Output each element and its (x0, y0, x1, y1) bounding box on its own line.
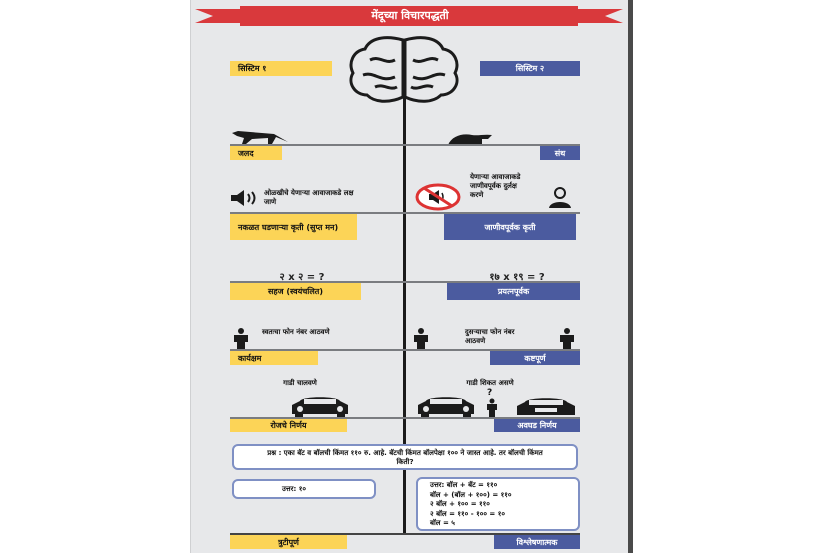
row-line (230, 533, 580, 535)
system2-phone-text: दुसऱ्याचा फोन नंबर आठवणे (465, 328, 515, 345)
title-banner (195, 6, 623, 26)
question-mark: ? (487, 388, 493, 398)
person-icon (560, 328, 574, 350)
system2-driving-text: गाडी शिकत असणे (466, 379, 514, 387)
system1-label: सिस्टिम १ (230, 61, 332, 76)
page-edge (628, 0, 633, 553)
system2-answer-box: उत्तर: बॉल + बॅट = ११० बॉल + (बॉल + १००)… (416, 477, 580, 531)
row-line (230, 281, 580, 283)
system2-label: सिस्टिम २ (480, 61, 580, 76)
answer-line: बॉल = ५ (430, 519, 455, 527)
brain-icon (349, 36, 459, 103)
system1-action-label: नकळत घडणाऱ्या कृती (सुप्त मन) (230, 214, 357, 240)
speed-label-fast: जलद (230, 146, 282, 160)
system2-action-label: जाणीवपूर्वक कृती (444, 214, 576, 240)
system1-sound-text: ओळखीचे येणाऱ्या आवाजाकडे लक्ष जाणे (264, 189, 354, 206)
speaker-icon (231, 190, 256, 206)
person-icon (414, 328, 428, 350)
answer-line: २ बॉल + १०० = ११० (430, 500, 490, 508)
car-icon (292, 397, 348, 418)
system2-result-label: विश्लेषणात्मक (494, 535, 580, 549)
person-listening-icon (549, 187, 571, 208)
car-icon (418, 397, 474, 418)
answer-line: २ बॉल = ११० - १०० = १० (430, 509, 506, 518)
page-title: मेंदूच्या विचारपद्धती (371, 9, 449, 22)
system2-math-label: प्रयत्नपूर्वक (447, 283, 580, 300)
person-icon (234, 328, 248, 350)
system1-phone-label: कार्यक्षम (230, 351, 318, 365)
row-line (230, 349, 580, 351)
car-front-icon (517, 398, 575, 415)
system2-sound-text: येणाऱ्या आवाजाकडे जाणीवपूर्वक दुर्लक्ष क… (470, 173, 521, 199)
mute-speaker-icon (415, 183, 461, 211)
system1-math: २ x २ = ? (279, 272, 325, 283)
system2-phone-label: कष्टपूर्ण (490, 351, 580, 365)
system1-phone-text: स्वतःचा फोन नंबर आठवणे (262, 328, 330, 336)
question-box: प्रश्न : एका बॅट व बॉलची किंमत ११० रु. आ… (232, 444, 578, 470)
answer-line: उत्तर: बॉल + बॅट = ११० (430, 481, 498, 489)
speed-label-slow: संथ (540, 146, 580, 160)
system1-result-label: त्रुटीपूर्ण (230, 535, 347, 549)
system1-math-label: सहज (स्वयंचलित) (230, 283, 361, 300)
system2-math: १७ x १९ = ? (489, 272, 545, 283)
system1-answer-box: उत्तर: १० (232, 479, 376, 499)
row-line (230, 417, 580, 419)
row-line (230, 144, 580, 146)
answer-line: बॉल + (बॉल + १००) = ११० (430, 490, 512, 499)
divider-line (403, 95, 406, 535)
row-line (230, 212, 580, 214)
cheetah-icon (232, 131, 288, 144)
system1-driving-text: गाडी चालवणे (283, 379, 317, 387)
system1-driving-label: रोजचे निर्णय (230, 419, 347, 432)
system2-driving-label: अवघड निर्णय (494, 419, 580, 432)
tortoise-icon (448, 134, 492, 145)
person-icon (487, 398, 497, 418)
